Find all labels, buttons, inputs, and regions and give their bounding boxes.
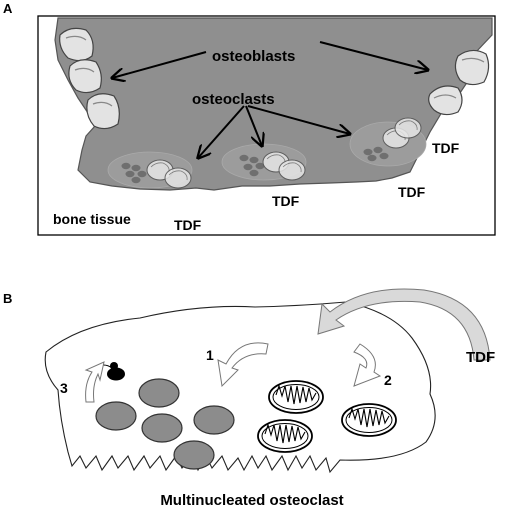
tdf-label-4: TDF	[432, 140, 460, 156]
step-1-label: 1	[206, 347, 214, 363]
osteoblast-cells-right	[428, 49, 490, 116]
nucleus	[173, 440, 215, 470]
nucleus	[138, 378, 180, 408]
tdf-arrow	[317, 288, 491, 361]
nuclei	[95, 378, 235, 470]
panel-a-label: A	[3, 1, 13, 16]
panel-b-label: B	[3, 291, 12, 306]
arrow-2	[353, 343, 382, 387]
tdf-label-b: TDF	[466, 349, 495, 366]
mitochondrion	[341, 403, 397, 437]
osteoblast-cells-left	[59, 27, 120, 130]
bone-tissue-label: bone tissue	[53, 211, 131, 227]
osteoclast-cell-right	[349, 117, 427, 167]
step-3-label: 3	[60, 380, 68, 396]
mitochondrion	[257, 419, 313, 453]
osteoclast-arrows	[198, 105, 350, 158]
nucleus	[141, 413, 183, 443]
osteoblast-arrows	[112, 41, 428, 78]
nucleus	[95, 401, 137, 431]
osteoblasts-label: osteoblasts	[212, 48, 295, 65]
arrow-1	[217, 342, 269, 388]
osteoclasts-label: osteoclasts	[192, 91, 275, 108]
tdf-label-1: TDF	[174, 217, 202, 233]
arrow-3	[84, 361, 105, 403]
osteoclast-cell-middle	[221, 143, 307, 181]
step-2-label: 2	[384, 372, 392, 388]
nucleus	[193, 405, 235, 435]
mitochondrion	[268, 380, 324, 414]
tdf-label-3: TDF	[398, 184, 426, 200]
osteoclast-cell-body	[44, 301, 436, 474]
osteoclast-cell-left	[107, 151, 193, 189]
caption: Multinucleated osteoclast	[160, 492, 343, 509]
tdf-label-2: TDF	[272, 193, 300, 209]
